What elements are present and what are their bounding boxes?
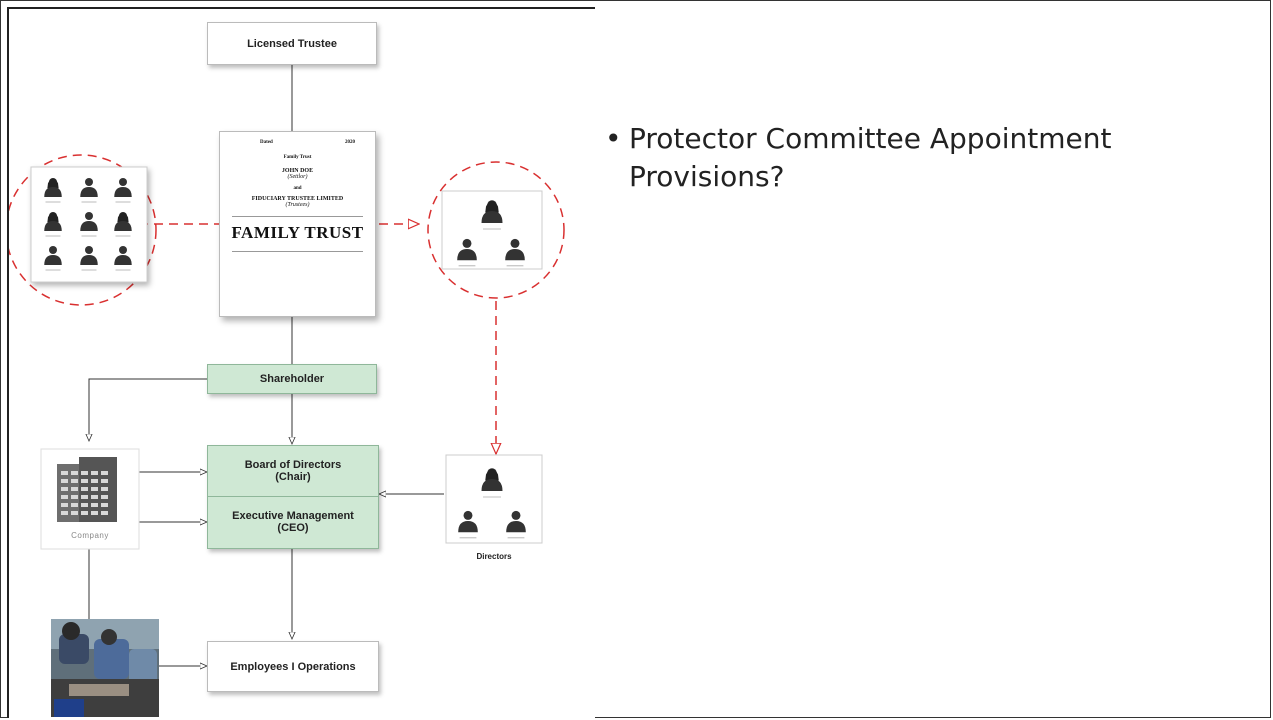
person-icon xyxy=(481,200,503,230)
bullet-item-1: Protector Committee Appointment Provisio… xyxy=(629,122,1112,193)
person-icon xyxy=(506,510,526,539)
executive-management-section: Executive Management (CEO) xyxy=(208,497,378,548)
building-window xyxy=(61,495,68,499)
deed-year: 2020 xyxy=(345,140,355,145)
person-icon xyxy=(481,468,503,498)
deed-title: FAMILY TRUST xyxy=(231,223,364,242)
building-window xyxy=(81,511,88,515)
board-of-directors-section: Board of Directors (Chair) xyxy=(208,446,378,497)
workers-photo xyxy=(51,619,159,717)
bullet-list: • Protector Committee Appointment Provis… xyxy=(605,120,1255,196)
building-window xyxy=(71,503,78,507)
person-icon xyxy=(114,212,132,237)
building-window xyxy=(91,487,98,491)
executive-label-line2: (CEO) xyxy=(277,522,309,535)
building-window xyxy=(101,487,108,491)
building-window xyxy=(71,511,78,515)
building-window xyxy=(91,511,98,515)
person-icon xyxy=(457,238,477,267)
building-window xyxy=(101,495,108,499)
protectors-card xyxy=(441,190,543,270)
person-icon xyxy=(114,178,132,203)
protector-icons xyxy=(457,200,525,267)
person-icon xyxy=(114,246,132,271)
executive-label-line1: Executive Management xyxy=(232,510,354,523)
person-icon xyxy=(44,212,62,237)
building-window xyxy=(101,511,108,515)
employees-operations-box: Employees I Operations xyxy=(207,641,379,692)
trust-deed-document: Dated 2020 Family Trust JOHN DOE (Settlo… xyxy=(219,131,376,317)
building-window xyxy=(91,471,98,475)
company-card xyxy=(40,448,140,550)
deed-dated: Dated xyxy=(260,140,273,145)
building-window xyxy=(81,471,88,475)
director-icons xyxy=(458,468,526,539)
governance-box: Board of Directors (Chair) Executive Man… xyxy=(207,445,379,549)
building-window xyxy=(81,487,88,491)
shareholder-label: Shareholder xyxy=(259,373,325,385)
person-icon xyxy=(80,178,98,203)
board-label-line1: Board of Directors xyxy=(244,458,342,471)
building-icon xyxy=(57,457,117,522)
bullet-dot: • xyxy=(605,122,622,155)
licensed-trustee-box: Licensed Trustee xyxy=(207,22,377,65)
diagram-canvas xyxy=(9,64,565,717)
deed-and: and xyxy=(293,186,302,191)
deed-family-trust-small: Family Trust xyxy=(283,155,312,160)
person-icon xyxy=(505,238,525,267)
building-window xyxy=(61,471,68,475)
directors-label: Directors xyxy=(476,552,512,561)
board-label-line2: (Chair) xyxy=(275,470,311,483)
building-window xyxy=(91,479,98,483)
person-icon xyxy=(80,212,98,237)
beneficiaries-card xyxy=(30,166,148,283)
deed-settlor-role: (Settlor) xyxy=(287,174,308,180)
deed-settlor-name: JOHN DOE xyxy=(281,168,314,174)
building-window xyxy=(61,487,68,491)
building-window xyxy=(61,511,68,515)
employees-operations-label: Employees I Operations xyxy=(230,660,356,673)
building-window xyxy=(71,487,78,491)
building-window xyxy=(71,471,78,475)
building-window xyxy=(61,503,68,507)
company-label: Company xyxy=(71,531,109,540)
building-window xyxy=(91,503,98,507)
building-window xyxy=(101,503,108,507)
building-window xyxy=(71,479,78,483)
building-window xyxy=(81,503,88,507)
beneficiaries-grid xyxy=(44,178,132,271)
diagram-panel: Licensed Trustee Dated 2020 Family Trust… xyxy=(7,7,595,718)
building-window xyxy=(81,495,88,499)
deed-trustee-role: (Trustees) xyxy=(285,202,310,208)
connector-lines xyxy=(89,64,444,666)
building-window xyxy=(61,479,68,483)
deed-trustee-name: FIDUCIARY TRUSTEE LIMITED xyxy=(251,196,344,202)
building-window xyxy=(101,471,108,475)
person-icon xyxy=(44,246,62,271)
building-window xyxy=(81,479,88,483)
building-window xyxy=(101,479,108,483)
licensed-trustee-label: Licensed Trustee xyxy=(247,37,337,50)
directors-card xyxy=(445,454,543,544)
person-icon xyxy=(80,246,98,271)
building-window xyxy=(91,495,98,499)
person-icon xyxy=(458,510,478,539)
building-window xyxy=(71,495,78,499)
person-icon xyxy=(44,178,62,203)
shareholder-box: Shareholder xyxy=(207,364,377,394)
